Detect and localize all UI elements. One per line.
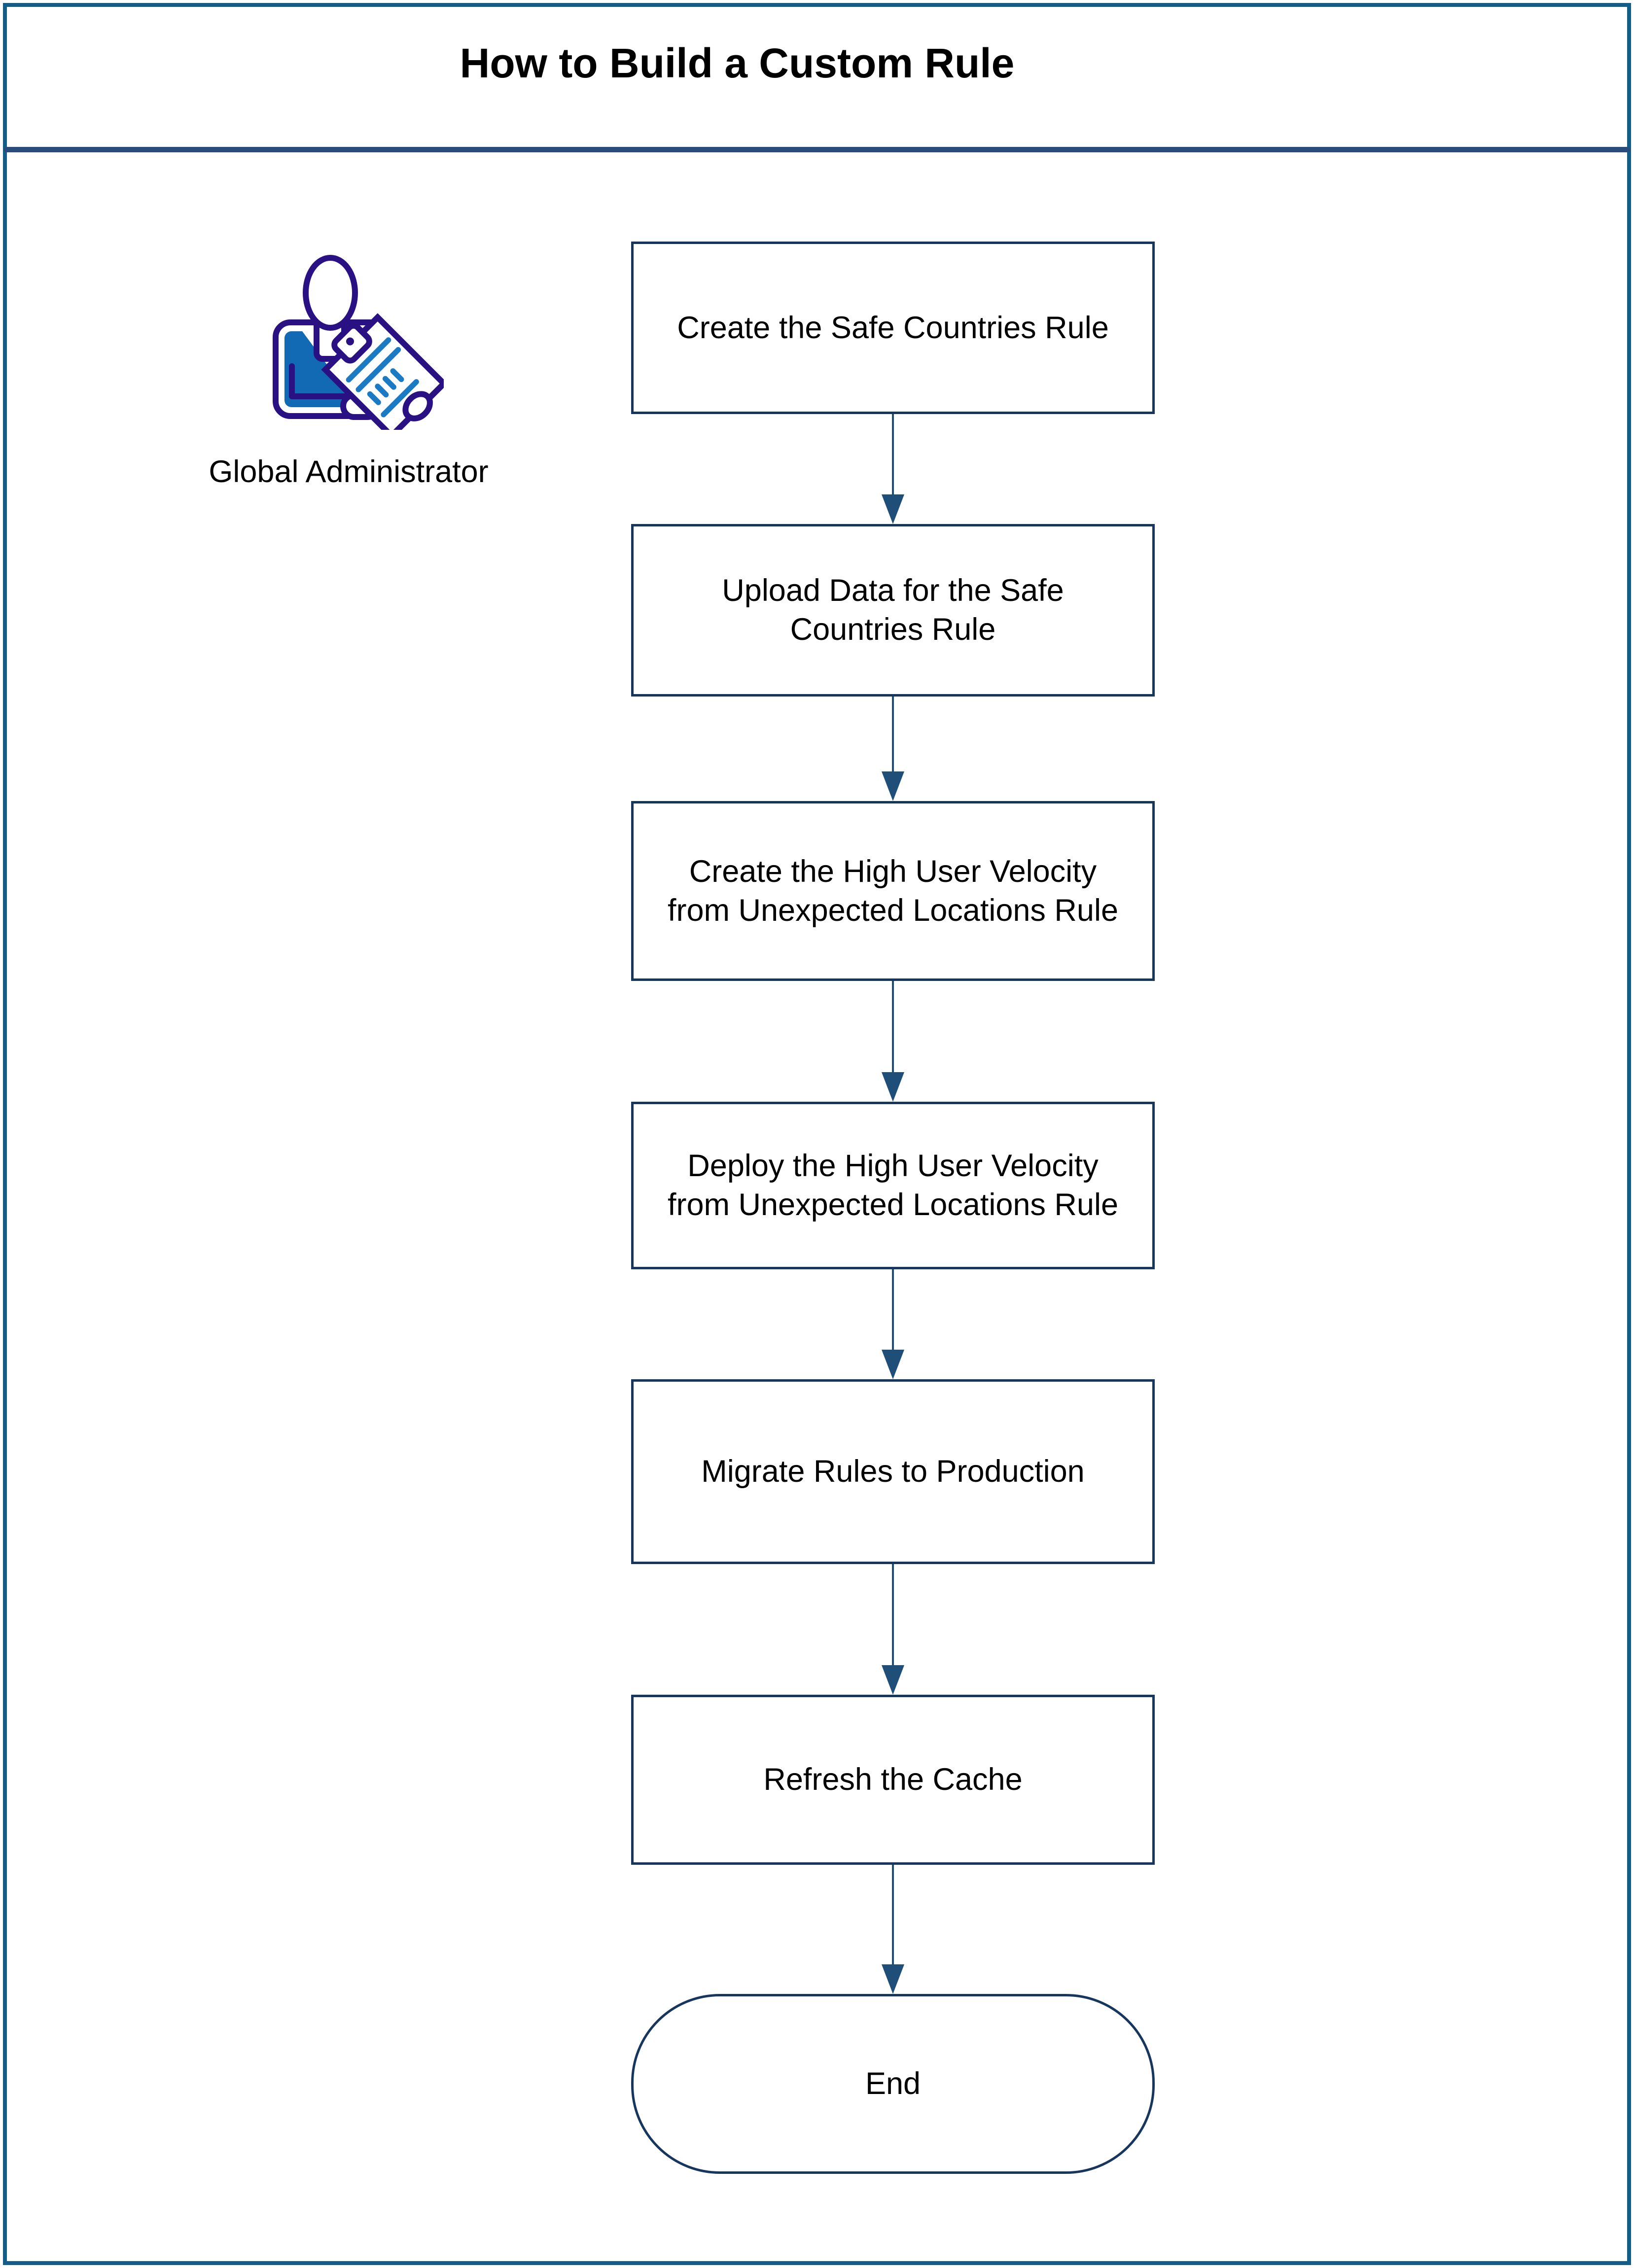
connector-line (892, 1865, 894, 1964)
connector-line (892, 697, 894, 771)
flow-terminator-end: End (631, 1994, 1155, 2174)
actor-global-administrator: Global Administrator (209, 252, 489, 489)
connector-arrow-4 (882, 1269, 904, 1379)
arrowhead-icon (882, 1350, 904, 1379)
diagram-title: How to Build a Custom Rule (460, 40, 1015, 86)
admin-with-clipboard-icon (273, 255, 444, 430)
connector-arrow-2 (882, 697, 904, 801)
flow-step-create-safe-countries-rule[interactable]: Create the Safe Countries Rule (631, 242, 1155, 414)
flow-step-deploy-high-user-velocity-rule[interactable]: Deploy the High User Velocity from Unexp… (631, 1102, 1155, 1269)
flow-step-create-high-user-velocity-rule[interactable]: Create the High User Velocity from Unexp… (631, 801, 1155, 981)
connector-arrow-1 (882, 414, 904, 524)
arrowhead-icon (882, 1072, 904, 1102)
connector-arrow-3 (882, 981, 904, 1102)
flow-step-label: Refresh the Cache (763, 1762, 1023, 1797)
flow-step-label: Migrate Rules to Production (701, 1454, 1085, 1489)
connector-line (892, 981, 894, 1072)
flow-step-refresh-the-cache[interactable]: Refresh the Cache (631, 1695, 1155, 1865)
connector-line (892, 1269, 894, 1350)
page-border (3, 3, 1631, 2265)
arrowhead-icon (882, 771, 904, 801)
flow-step-label: Deploy the High User Velocity from Unexp… (668, 1149, 1118, 1222)
connector-line (892, 414, 894, 494)
connector-arrow-6 (882, 1865, 904, 1994)
arrowhead-icon (882, 1964, 904, 1994)
actor-label: Global Administrator (209, 454, 489, 489)
arrowhead-icon (882, 1665, 904, 1695)
flow-step-label: Create the Safe Countries Rule (677, 310, 1109, 345)
flow-step-migrate-rules-to-production[interactable]: Migrate Rules to Production (631, 1379, 1155, 1564)
connector-line (892, 1564, 894, 1665)
connector-arrow-5 (882, 1564, 904, 1695)
flow-step-label: End (865, 2066, 921, 2101)
flow-step-upload-data-safe-countries-rule[interactable]: Upload Data for the Safe Countries Rule (631, 524, 1155, 697)
flow-step-label: Create the High User Velocity from Unexp… (668, 854, 1118, 928)
arrowhead-icon (882, 494, 904, 524)
flow-step-label: Upload Data for the Safe Countries Rule (722, 573, 1064, 647)
title-separator (4, 147, 1630, 152)
